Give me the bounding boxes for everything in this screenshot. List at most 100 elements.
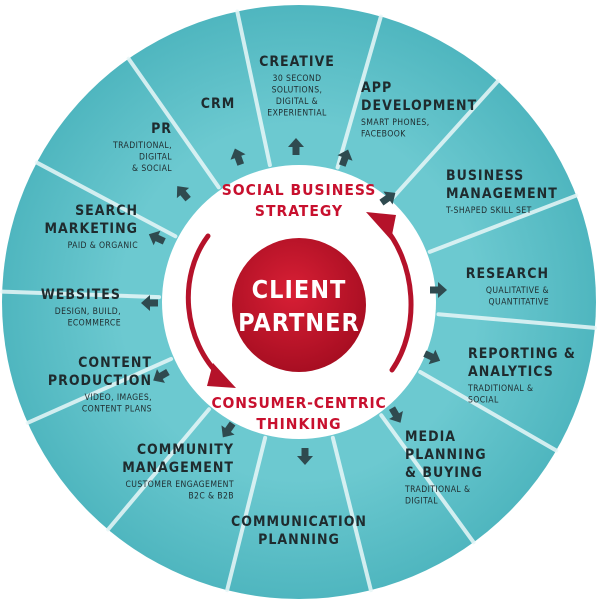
content-production-subtitle: VIDEO, IMAGES, bbox=[85, 393, 152, 403]
segment-divider bbox=[34, 160, 178, 239]
bottom-tagline-line1: CONSUMER-CENTRIC bbox=[212, 394, 387, 412]
segment-app-development: APP DEVELOPMENT SMART PHONES, FACEBOOK bbox=[361, 80, 477, 140]
segment-creative: CREATIVE 30 SECOND SOLUTIONS,DIGITAL & EXPE… bbox=[259, 54, 335, 119]
left-cycle-arrowhead bbox=[207, 363, 236, 388]
center-red-disc bbox=[232, 238, 366, 372]
segment-media-planning: MEDIA PLANNING & BUYING TRADITIONAL & DIGITA… bbox=[404, 429, 487, 507]
app-development-subtitle: SMART PHONES, bbox=[361, 118, 430, 128]
segment-divider bbox=[390, 79, 500, 200]
reporting-analytics-arrow-icon bbox=[423, 349, 441, 365]
media-planning-title: & BUYING bbox=[405, 465, 483, 481]
search-marketing-arrow-icon bbox=[148, 230, 166, 246]
creative-subtitle: 30 SECOND bbox=[273, 74, 322, 84]
segment-community-management: COMMUNITY MANAGEMENT CUSTOMER ENGAGEMENT B2… bbox=[122, 442, 235, 502]
segment-divider bbox=[235, 9, 272, 168]
pr-subtitle: DIGITAL bbox=[139, 153, 172, 163]
research-subtitle: QUANTITATIVE bbox=[489, 298, 549, 308]
creative-subtitle: DIGITAL & bbox=[276, 97, 318, 107]
segment-divider bbox=[436, 312, 597, 330]
media-planning-title: MEDIA bbox=[405, 429, 456, 445]
media-planning-arrow-icon bbox=[388, 406, 403, 423]
app-development-arrow-icon bbox=[337, 149, 353, 167]
research-arrow-icon bbox=[430, 282, 447, 298]
reporting-analytics-title: REPORTING & bbox=[468, 346, 576, 362]
business-management-arrow-icon bbox=[379, 191, 396, 206]
creative-subtitle: SOLUTIONS, bbox=[272, 86, 323, 96]
search-marketing-title: SEARCH bbox=[75, 203, 138, 219]
left-cycle-arrow bbox=[185, 233, 225, 381]
community-management-arrow-icon bbox=[221, 421, 236, 438]
content-production-arrow-icon bbox=[153, 368, 170, 383]
reporting-analytics-subtitle: TRADITIONAL & bbox=[467, 384, 533, 394]
websites-title: WEBSITES bbox=[41, 287, 121, 303]
app-development-subtitle: FACEBOOK bbox=[361, 130, 406, 140]
segment-divider bbox=[225, 435, 268, 593]
creative-arrow-icon bbox=[288, 138, 304, 155]
creative-title: CREATIVE bbox=[259, 54, 335, 70]
reporting-analytics-subtitle: SOCIAL bbox=[468, 396, 499, 406]
app-development-title: DEVELOPMENT bbox=[361, 98, 477, 114]
community-management-title: MANAGEMENT bbox=[122, 460, 234, 476]
center-title-line1: CLIENT bbox=[252, 275, 347, 304]
pr-subtitle: & SOCIAL bbox=[132, 164, 172, 174]
segment-arrows bbox=[141, 138, 447, 465]
business-management-title: MANAGEMENT bbox=[446, 186, 558, 202]
community-management-title: COMMUNITY bbox=[137, 442, 234, 458]
business-management-title: BUSINESS bbox=[446, 168, 524, 184]
pr-title: PR bbox=[151, 121, 172, 137]
content-production-subtitle: CONTENT PLANS bbox=[82, 405, 152, 415]
communication-planning-title: PLANNING bbox=[258, 532, 340, 548]
research-subtitle: QUALITATIVE & bbox=[486, 286, 549, 296]
segment-websites: WEBSITES DESIGN, BUILD, ECOMMERCE bbox=[41, 287, 121, 329]
crm-arrow-icon bbox=[230, 148, 246, 166]
pr-arrow-icon bbox=[176, 186, 191, 202]
app-development-title: APP bbox=[361, 80, 392, 96]
community-management-subtitle: B2C & B2B bbox=[188, 492, 234, 502]
segment-divider bbox=[418, 370, 559, 453]
segment-divider bbox=[335, 14, 383, 170]
segment-content-production: CONTENT PRODUCTION VIDEO, IMAGES, CONTENT P… bbox=[48, 355, 152, 415]
segment-divider bbox=[379, 413, 476, 545]
business-management-subtitle: T-SHAPED SKILL SET bbox=[445, 206, 532, 216]
crm-title: CRM bbox=[201, 96, 235, 112]
search-marketing-title: MARKETING bbox=[44, 221, 138, 237]
center-title-line2: PARTNER bbox=[238, 308, 360, 337]
segment-labels: CREATIVE 30 SECOND SOLUTIONS,DIGITAL & EXPE… bbox=[41, 54, 576, 548]
segment-business-management: BUSINESS MANAGEMENT T-SHAPED SKILL SET bbox=[445, 168, 558, 216]
websites-arrow-icon bbox=[141, 295, 158, 311]
creative-subtitle: EXPERIENTIAL bbox=[267, 109, 327, 119]
top-tagline-line2: STRATEGY bbox=[255, 202, 343, 220]
communication-planning-title: COMMUNICATION bbox=[231, 514, 367, 530]
bottom-tagline-line2: THINKING bbox=[256, 415, 341, 433]
websites-subtitle: ECOMMERCE bbox=[68, 319, 121, 329]
websites-subtitle: DESIGN, BUILD, bbox=[55, 307, 121, 317]
content-production-title: PRODUCTION bbox=[48, 373, 152, 389]
segment-divider bbox=[126, 56, 221, 190]
right-cycle-arrowhead bbox=[366, 212, 396, 240]
content-production-title: CONTENT bbox=[78, 355, 152, 371]
segment-research: RESEARCH QUALITATIVE & QUANTITATIVE bbox=[466, 266, 549, 308]
media-planning-title: PLANNING bbox=[405, 447, 487, 463]
segment-divider bbox=[0, 289, 162, 300]
segment-crm: CRM bbox=[201, 96, 235, 112]
media-planning-subtitle: TRADITIONAL & bbox=[404, 485, 470, 495]
communication-planning-arrow-icon bbox=[297, 448, 313, 465]
segment-pr: PR TRADITIONAL, DIGITAL& SOCIAL bbox=[112, 121, 172, 174]
reporting-analytics-title: ANALYTICS bbox=[468, 364, 554, 380]
segment-reporting-analytics: REPORTING & ANALYTICS TRADITIONAL & SOCIAL bbox=[467, 346, 576, 406]
community-management-subtitle: CUSTOMER ENGAGEMENT bbox=[126, 480, 235, 490]
segment-divider bbox=[106, 407, 212, 532]
research-title: RESEARCH bbox=[466, 266, 549, 282]
segment-dividers bbox=[0, 9, 597, 593]
segment-divider bbox=[330, 435, 373, 593]
pr-subtitle: TRADITIONAL, bbox=[112, 141, 172, 151]
segment-communication-planning: COMMUNICATION PLANNING bbox=[231, 514, 367, 548]
right-cycle-arrow bbox=[377, 219, 414, 373]
cycle-arrows bbox=[185, 212, 414, 388]
top-tagline-line1: SOCIAL BUSINESS bbox=[222, 181, 377, 199]
segment-divider bbox=[25, 356, 174, 425]
segment-divider bbox=[427, 193, 579, 254]
media-planning-subtitle: DIGITAL bbox=[405, 497, 438, 507]
